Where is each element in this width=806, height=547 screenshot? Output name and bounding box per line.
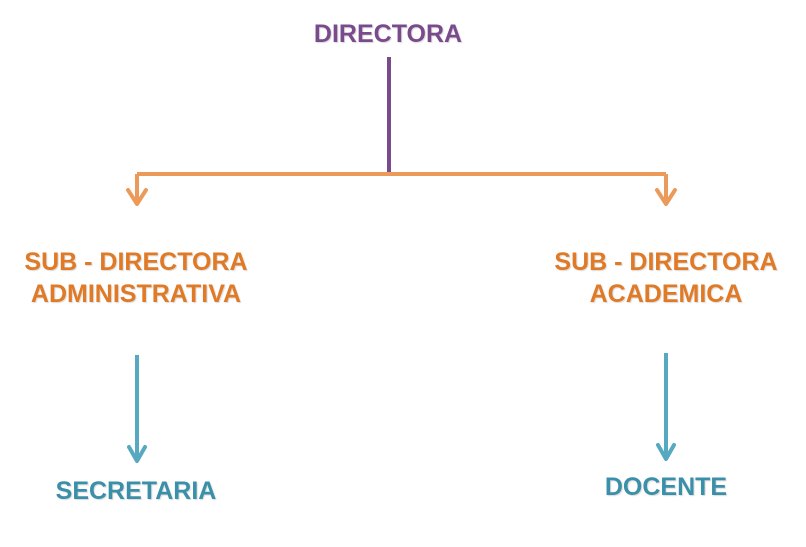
node-sub-directora-administrativa: SUB - DIRECTORA ADMINISTRATIVA — [6, 246, 266, 310]
node-sub-acad-line2: ACADEMICA — [589, 280, 743, 308]
node-secretaria-label: SECRETARIA — [55, 477, 217, 505]
arrowhead-left-icon — [126, 188, 148, 206]
node-sub-admin-line1: SUB - DIRECTORA — [24, 248, 248, 276]
arrowhead-secretaria-icon — [127, 445, 147, 463]
node-docente-label: DOCENTE — [604, 473, 728, 501]
node-directora: DIRECTORA — [288, 18, 488, 50]
node-directora-label: DIRECTORA — [313, 20, 463, 48]
arrowhead-docente-icon — [656, 443, 676, 461]
node-sub-admin-line2: ADMINISTRATIVA — [30, 280, 242, 308]
node-sub-directora-academica: SUB - DIRECTORA ACADEMICA — [536, 246, 796, 310]
node-docente: DOCENTE — [566, 471, 766, 503]
node-sub-acad-line1: SUB - DIRECTORA — [554, 248, 778, 276]
node-secretaria: SECRETARIA — [36, 475, 236, 507]
arrowhead-right-icon — [655, 188, 677, 206]
